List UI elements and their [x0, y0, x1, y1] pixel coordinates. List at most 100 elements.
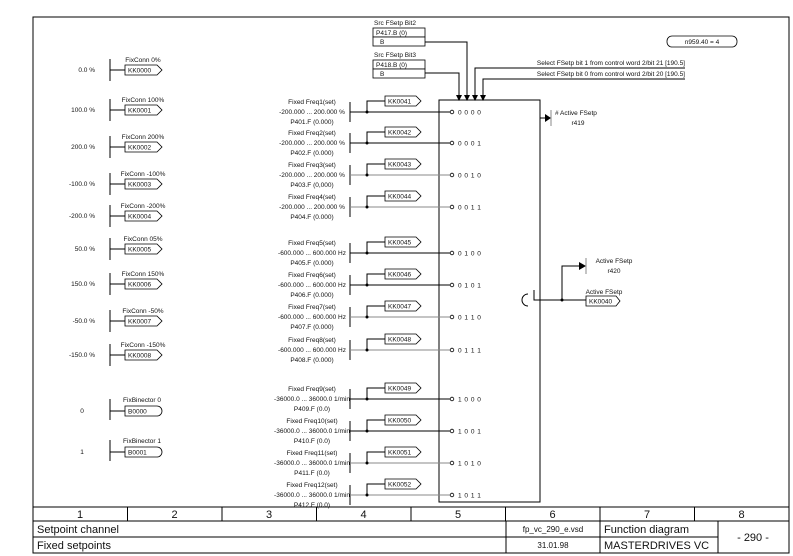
fixed-freq-row: Fixed Freq5(set)-600.000 ... 600.000 HzP…: [278, 236, 481, 267]
fixed-freq-param[interactable]: P404.F (0.000): [290, 214, 333, 221]
fixed-freq-name: Fixed Freq6(set): [288, 272, 336, 279]
fixed-freq-kk-box[interactable]: [384, 236, 422, 248]
footer-column-number: 5: [455, 509, 461, 521]
fixed-freq-kk: KK0046: [388, 272, 412, 279]
fixed-freq-kk-box[interactable]: [384, 126, 422, 138]
fixconn-label: FixConn 100%: [122, 97, 165, 104]
fixed-freq-kk-box[interactable]: [384, 382, 422, 394]
fixed-freq-param[interactable]: P409.F (0.0): [294, 406, 330, 413]
fixed-freq-kk: KK0051: [388, 450, 412, 457]
fixed-freq-row: Fixed Freq11(set)-36000.0 ... 36000.0 1/…: [274, 446, 481, 477]
fixed-freq-param[interactable]: P402.F (0.000): [290, 150, 333, 157]
fixed-setpoint-selector-block: [438, 99, 541, 503]
fixed-freq-kk-box[interactable]: [384, 414, 422, 426]
fixed-freq-kk-box[interactable]: [384, 300, 422, 312]
switch-contact-icon: [449, 314, 455, 320]
fixed-freq-range: -36000.0 ... 36000.0 1/min: [274, 460, 350, 467]
fixed-freq-bits: 0 0 1 1: [458, 205, 481, 212]
fixconn-kk-box[interactable]: [124, 278, 163, 290]
fixconn-value: 150.0 %: [71, 281, 95, 288]
fixconn-kk-box[interactable]: [124, 178, 163, 190]
fixed-freq-param[interactable]: P406.F (0.000): [290, 292, 333, 299]
footer-column-number: 3: [266, 509, 272, 521]
active-fsetp-number-param: r419: [571, 120, 584, 127]
fixed-freq-range: -200.000 ... 200.000 %: [279, 204, 345, 211]
fixconn-label: FixConn 150%: [122, 271, 165, 278]
fixed-freq-range: -36000.0 ... 36000.0 1/min: [274, 396, 350, 403]
footer-page: - 290 -: [737, 532, 769, 544]
fixed-freq-bits: 0 1 1 1: [458, 348, 481, 355]
fixed-freq-kk-box[interactable]: [384, 333, 422, 345]
fixconn-value: -150.0 %: [69, 352, 95, 359]
fixed-freq-bits: 1 0 1 0: [458, 461, 481, 468]
switch-contact-icon: [449, 460, 455, 466]
fixed-freq-param[interactable]: P410.F (0.0): [294, 438, 330, 445]
footer-column-number: 8: [738, 509, 744, 521]
fixbin-value: 0: [80, 408, 84, 415]
fixconn-label: FixConn -100%: [121, 171, 166, 178]
fixed-freq-kk-box[interactable]: [384, 95, 422, 107]
fixconn-kk-box[interactable]: [124, 315, 163, 327]
fixed-freq-name: Fixed Freq1(set): [288, 99, 336, 106]
fixed-freq-kk-box[interactable]: [384, 446, 422, 458]
fixed-freq-param[interactable]: P412.F (0.0): [294, 502, 330, 509]
input-arrows: [456, 95, 486, 101]
fixconn-label: FixConn 200%: [122, 134, 165, 141]
fixed-freq-bits: 0 0 0 0: [458, 110, 481, 117]
fixed-freq-kk: KK0042: [388, 130, 412, 137]
fixbin-b-box[interactable]: [124, 405, 163, 417]
fixconn-kk: KK0002: [128, 145, 152, 152]
active-fsetp-label: Active FSetp: [596, 258, 633, 265]
fixconn-kk: KK0008: [128, 353, 152, 360]
fixed-freq-param[interactable]: P401.F (0.000): [290, 119, 333, 126]
fixconn-kk-box[interactable]: [124, 104, 163, 116]
src-bit2-param: P417.B (0): [376, 30, 407, 37]
fixbin-b-box[interactable]: [124, 446, 163, 458]
fixed-freq-bits: 0 0 1 0: [458, 173, 481, 180]
fixed-freq-kk-box[interactable]: [384, 478, 422, 490]
fixconn-kk: KK0000: [128, 68, 152, 75]
fixed-freq-bits: 0 1 0 1: [458, 283, 481, 290]
fixed-freq-bits: 0 1 0 0: [458, 251, 481, 258]
fixed-freq-range: -600.000 ... 600.000 Hz: [278, 347, 346, 354]
active-fsetp-kk-box[interactable]: [585, 295, 621, 307]
switch-contact-icon: [449, 109, 455, 115]
fixconn-label: FixConn -150%: [121, 342, 166, 349]
fixed-freq-kk-box[interactable]: [384, 158, 422, 170]
fixconn-kk-box[interactable]: [124, 349, 163, 361]
fixconn-kk: KK0007: [128, 319, 152, 326]
footer-title1: Setpoint channel: [37, 524, 119, 536]
active-fsetp-number-label: # Active FSetp: [555, 110, 597, 117]
fixed-freq-bits: 1 0 1 1: [458, 493, 481, 500]
fixed-freq-kk: KK0050: [388, 418, 412, 425]
fixconn-kk-box[interactable]: [124, 243, 163, 255]
fixed-freq-row: Fixed Freq9(set)-36000.0 ... 36000.0 1/m…: [274, 382, 481, 413]
src-bit2-type: B: [380, 39, 384, 46]
footer-column-number: 4: [360, 509, 366, 521]
fixed-freq-name: Fixed Freq12(set): [286, 482, 337, 489]
fixed-freq-row: Fixed Freq2(set)-200.000 ... 200.000 %P4…: [279, 126, 481, 157]
fixed-freq-range: -600.000 ... 600.000 Hz: [278, 250, 346, 257]
fixed-freq-kk-box[interactable]: [384, 268, 422, 280]
fixed-freq-kk: KK0041: [388, 99, 412, 106]
fixconn-value: 0.0 %: [78, 67, 95, 74]
fixed-freq-param[interactable]: P408.F (0.000): [290, 357, 333, 364]
fixed-freq-kk-box[interactable]: [384, 190, 422, 202]
footer-type2: MASTERDRIVES VC: [604, 540, 709, 552]
fixconn-kk: KK0006: [128, 282, 152, 289]
fixbin-label: FixBinector 0: [123, 397, 161, 404]
active-fsetp-param: r420: [607, 268, 620, 275]
fixconn-kk-box[interactable]: [124, 64, 163, 76]
fixed-freq-param[interactable]: P405.F (0.000): [290, 260, 333, 267]
fixbin-b: B0000: [128, 409, 147, 416]
fixed-freq-param[interactable]: P403.F (0,000): [290, 182, 333, 189]
fixconn-kk-box[interactable]: [124, 210, 163, 222]
fixbin-label: FixBinector 1: [123, 438, 161, 445]
fixed-freq-param[interactable]: P411.F (0.0): [294, 470, 330, 477]
fixed-freq-param[interactable]: P407.F (0.000): [290, 324, 333, 331]
fixed-freq-name: Fixed Freq8(set): [288, 337, 336, 344]
active-fsetp-kk: KK0040: [589, 299, 613, 306]
fixbin-value: 1: [80, 449, 84, 456]
fixconn-kk-box[interactable]: [124, 141, 163, 153]
